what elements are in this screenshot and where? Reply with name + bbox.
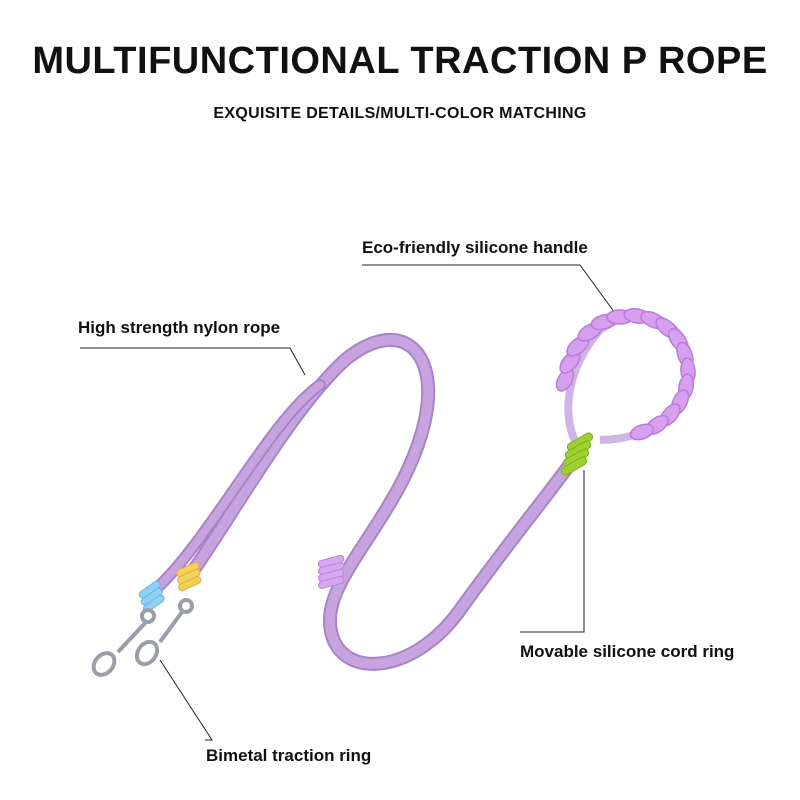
yellow-bead [176,561,202,592]
callout-line-nylon [80,347,306,376]
callout-traction-ring: Bimetal traction ring [206,746,372,765]
silicone-handle [555,307,696,441]
nylon-rope [149,332,587,671]
callout-nylon-rope: High strength nylon rope [78,318,281,337]
callout-cord-ring: Movable silicone cord ring [520,642,735,661]
callout-line-ring [520,470,585,633]
callout-handle: Eco-friendly silicone handle [362,238,588,257]
snap-hook-right [134,598,194,667]
blue-bead [138,580,165,613]
page-title: MULTIFUNCTIONAL TRACTION P ROPE [32,40,768,82]
purple-cord-ring [317,555,345,589]
callout-line-handle [362,264,621,321]
page-subtitle: EXQUISITE DETAILS/MULTI-COLOR MATCHING [213,105,587,122]
snap-hook-left [91,608,156,677]
green-cord-ring [560,432,594,476]
callout-line-bimetal [159,659,213,741]
